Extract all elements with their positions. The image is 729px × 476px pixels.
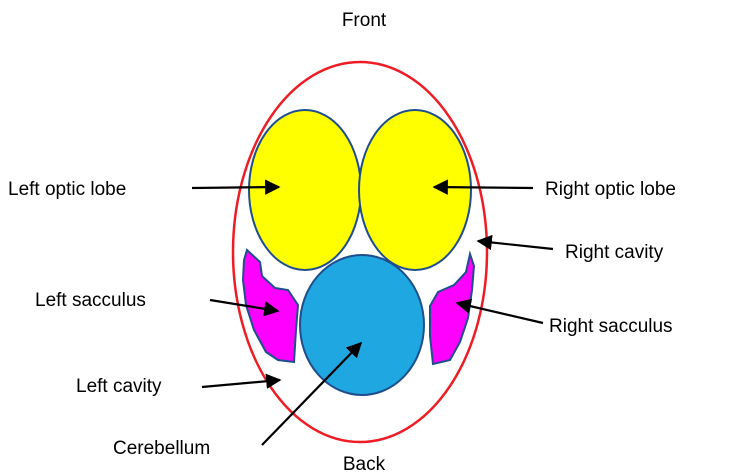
label-cerebellum: Cerebellum [113,438,210,459]
label-front: Front [342,10,387,31]
left-optic-lobe-arrow [192,187,279,188]
right-optic-lobe-shape [359,110,471,270]
label-left-sacculus: Left sacculus [35,290,146,311]
label-right-sacculus: Right sacculus [549,316,673,337]
cerebellum-shape [300,255,424,395]
label-right-cavity: Right cavity [565,242,664,263]
label-left-cavity: Left cavity [76,376,162,397]
right-optic-lobe-arrow [434,187,533,188]
label-back: Back [343,454,386,475]
left-optic-lobe-shape [249,110,361,270]
right-cavity-arrow [478,241,553,249]
label-right-optic-lobe: Right optic lobe [545,179,676,200]
label-left-optic-lobe: Left optic lobe [8,179,126,200]
